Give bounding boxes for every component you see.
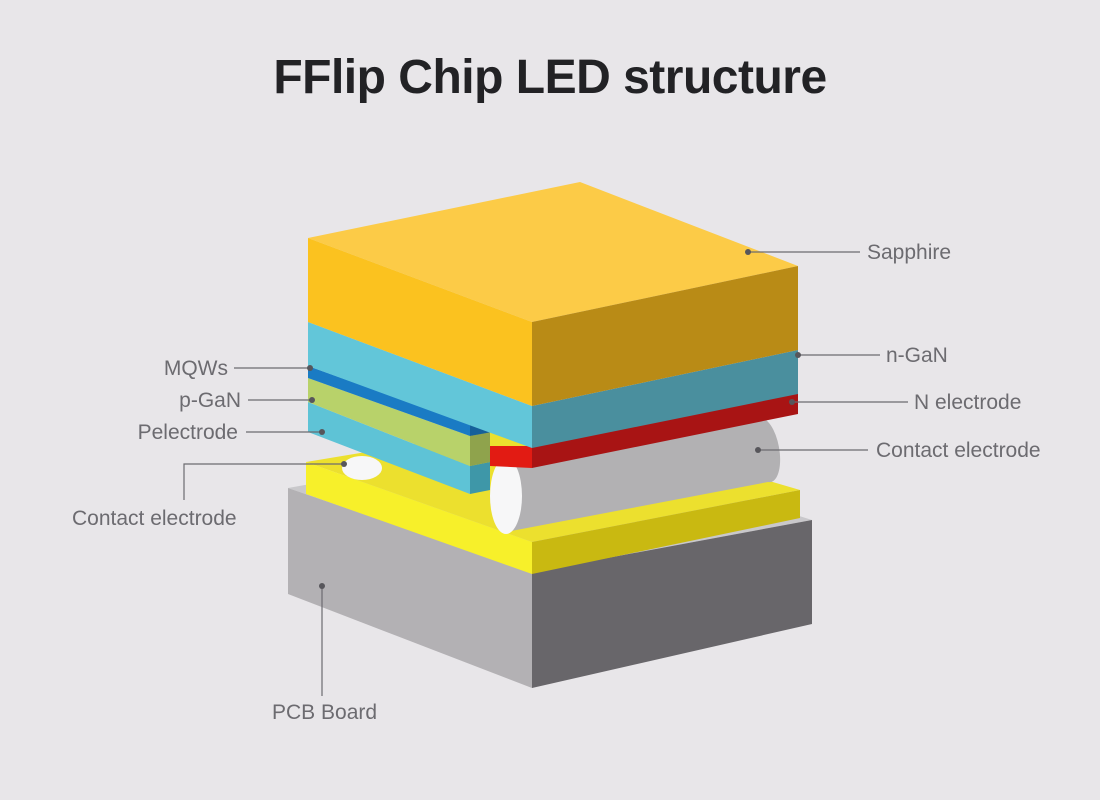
- sapphire-block: [308, 182, 798, 406]
- label-mqws: MQWs: [164, 357, 228, 380]
- n-electrode: [490, 392, 798, 468]
- label-p-gan: p-GaN: [179, 389, 241, 412]
- label-n-gan: n-GaN: [886, 344, 948, 367]
- p-side-stack: [308, 366, 492, 494]
- label-contact-electrode-left: Contact electrode: [72, 507, 237, 530]
- p-electrode-layer: [308, 402, 470, 494]
- label-pcb-board: PCB Board: [272, 701, 377, 724]
- contact-electrode-cylinder: [490, 418, 781, 534]
- p-gan-layer: [308, 378, 470, 466]
- n-gan-layer: [308, 322, 798, 448]
- label-p-electrode: Pelectrode: [138, 421, 238, 444]
- label-sapphire: Sapphire: [867, 241, 951, 264]
- label-n-electrode: N electrode: [914, 391, 1021, 414]
- leader-lines: [183, 249, 908, 696]
- mqws-layer: [308, 366, 470, 436]
- page-title: FFlip Chip LED structure: [273, 51, 827, 104]
- contact-electrode-left: [342, 456, 382, 480]
- label-contact-electrode-right: Contact electrode: [876, 439, 1041, 462]
